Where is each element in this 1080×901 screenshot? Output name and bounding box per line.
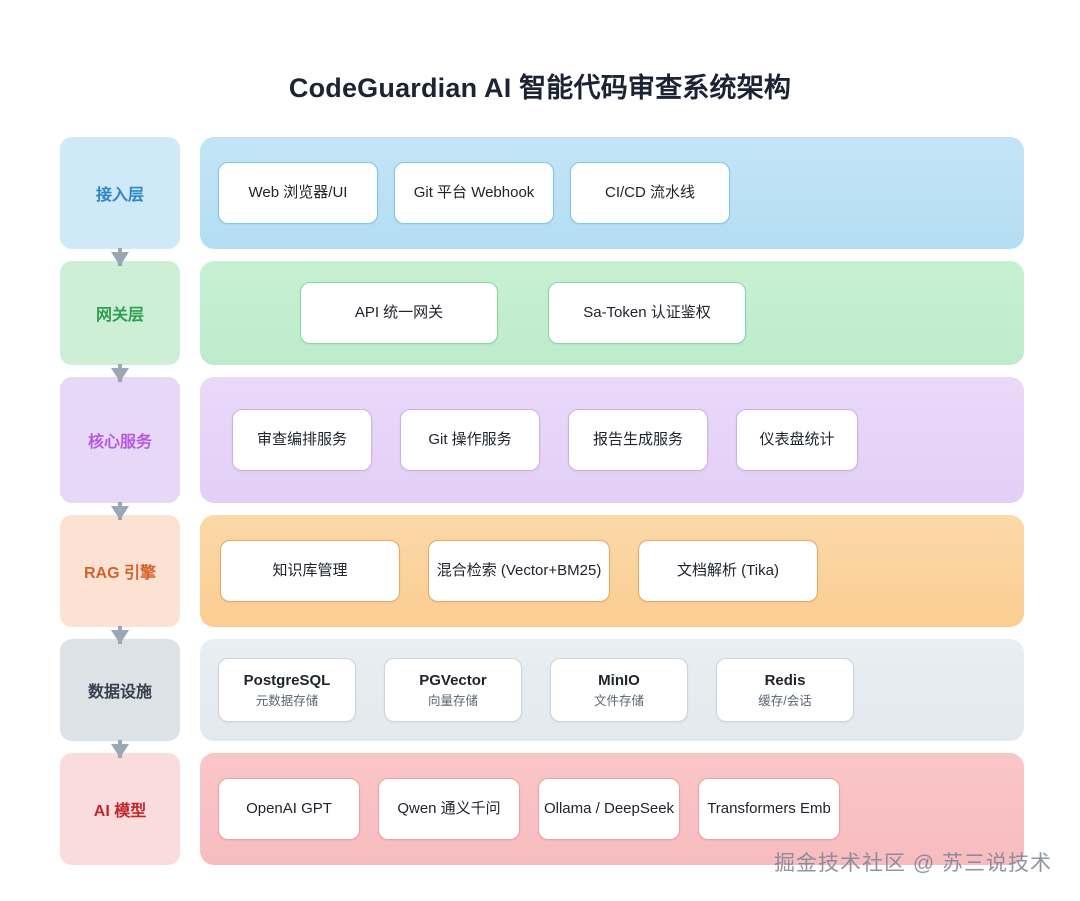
card-postgresql[interactable]: PostgreSQL 元数据存储 <box>218 658 356 723</box>
card-report-generation[interactable]: 报告生成服务 <box>568 409 708 472</box>
layer-label-rag: RAG 引擎 <box>83 565 156 583</box>
layer-pill-ai[interactable]: AI 模型 <box>60 753 180 866</box>
layer-band-ai: OpenAI GPT Qwen 通义千问 Ollama / DeepSeek T… <box>200 753 1024 866</box>
card-qwen[interactable]: Qwen 通义千问 <box>378 778 520 841</box>
layer-pill-core[interactable]: 核心服务 <box>60 377 180 521</box>
layer-pill-rag[interactable]: RAG 引擎 <box>60 515 180 645</box>
card-satoken-auth[interactable]: Sa-Token 认证鉴权 <box>548 282 746 345</box>
card-git-webhook[interactable]: Git 平台 Webhook <box>394 162 554 225</box>
card-minio[interactable]: MinIO 文件存储 <box>550 658 688 723</box>
layer-band-rag: 知识库管理 混合检索 (Vector+BM25) 文档解析 (Tika) <box>200 515 1024 628</box>
layer-row-data: 数据设施 PostgreSQL 元数据存储 PGVector 向量存储 MinI… <box>60 639 1024 759</box>
layer-row-ai: AI 模型 OpenAI GPT Qwen 通义千问 Ollama / Deep… <box>60 753 1024 866</box>
layer-row-core: 核心服务 审查编排服务 Git 操作服务 报告生成服务 仪表盘统计 <box>60 377 1024 521</box>
layer-pill-access[interactable]: 接入层 <box>60 137 180 267</box>
layer-label-access: 接入层 <box>95 187 144 205</box>
layer-label-data: 数据设施 <box>87 684 152 702</box>
layer-pill-gateway[interactable]: 网关层 <box>60 261 180 383</box>
layer-row-rag: RAG 引擎 知识库管理 混合检索 (Vector+BM25) 文档解析 (Ti… <box>60 515 1024 645</box>
arrow-down-icon <box>111 740 129 759</box>
card-pgvector[interactable]: PGVector 向量存储 <box>384 658 522 723</box>
layer-band-data: PostgreSQL 元数据存储 PGVector 向量存储 MinIO 文件存… <box>200 639 1024 742</box>
layer-row-access: 接入层 Web 浏览器/UI Git 平台 Webhook CI/CD 流水线 <box>60 137 1024 267</box>
card-dashboard-stats[interactable]: 仪表盘统计 <box>736 409 858 472</box>
layer-band-gateway: API 统一网关 Sa-Token 认证鉴权 <box>200 261 1024 366</box>
layer-band-core: 审查编排服务 Git 操作服务 报告生成服务 仪表盘统计 <box>200 377 1024 504</box>
card-hybrid-retrieval[interactable]: 混合检索 (Vector+BM25) <box>428 540 610 603</box>
layer-pill-data[interactable]: 数据设施 <box>60 639 180 759</box>
card-review-orchestration[interactable]: 审查编排服务 <box>232 409 372 472</box>
card-redis[interactable]: Redis 缓存/会话 <box>716 658 854 723</box>
card-openai-gpt[interactable]: OpenAI GPT <box>218 778 360 841</box>
layer-label-ai: AI 模型 <box>93 803 147 821</box>
layer-row-gateway: 网关层 API 统一网关 Sa-Token 认证鉴权 <box>60 261 1024 383</box>
arrow-down-icon <box>111 626 129 645</box>
card-web-browser-ui[interactable]: Web 浏览器/UI <box>218 162 378 225</box>
layer-label-core: 核心服务 <box>87 434 152 452</box>
card-git-operations[interactable]: Git 操作服务 <box>400 409 540 472</box>
card-document-parsing[interactable]: 文档解析 (Tika) <box>638 540 818 603</box>
arrow-down-icon <box>111 364 129 383</box>
card-cicd-pipeline[interactable]: CI/CD 流水线 <box>570 162 730 225</box>
card-knowledge-base[interactable]: 知识库管理 <box>220 540 400 603</box>
arrow-down-icon <box>111 248 129 267</box>
card-ollama-deepseek[interactable]: Ollama / DeepSeek <box>538 778 680 841</box>
card-transformers-emb[interactable]: Transformers Emb <box>698 778 840 841</box>
layer-label-gateway: 网关层 <box>95 307 144 325</box>
layer-band-access: Web 浏览器/UI Git 平台 Webhook CI/CD 流水线 <box>200 137 1024 250</box>
page-title: CodeGuardian AI 智能代码审查系统架构 <box>288 73 792 104</box>
arrow-down-icon <box>111 502 129 521</box>
card-api-gateway[interactable]: API 统一网关 <box>300 282 498 345</box>
architecture-diagram: 接入层 Web 浏览器/UI Git 平台 Webhook CI/CD 流水线 … <box>0 129 1080 866</box>
watermark: 掘金技术社区 @ 苏三说技术 <box>774 852 1052 876</box>
